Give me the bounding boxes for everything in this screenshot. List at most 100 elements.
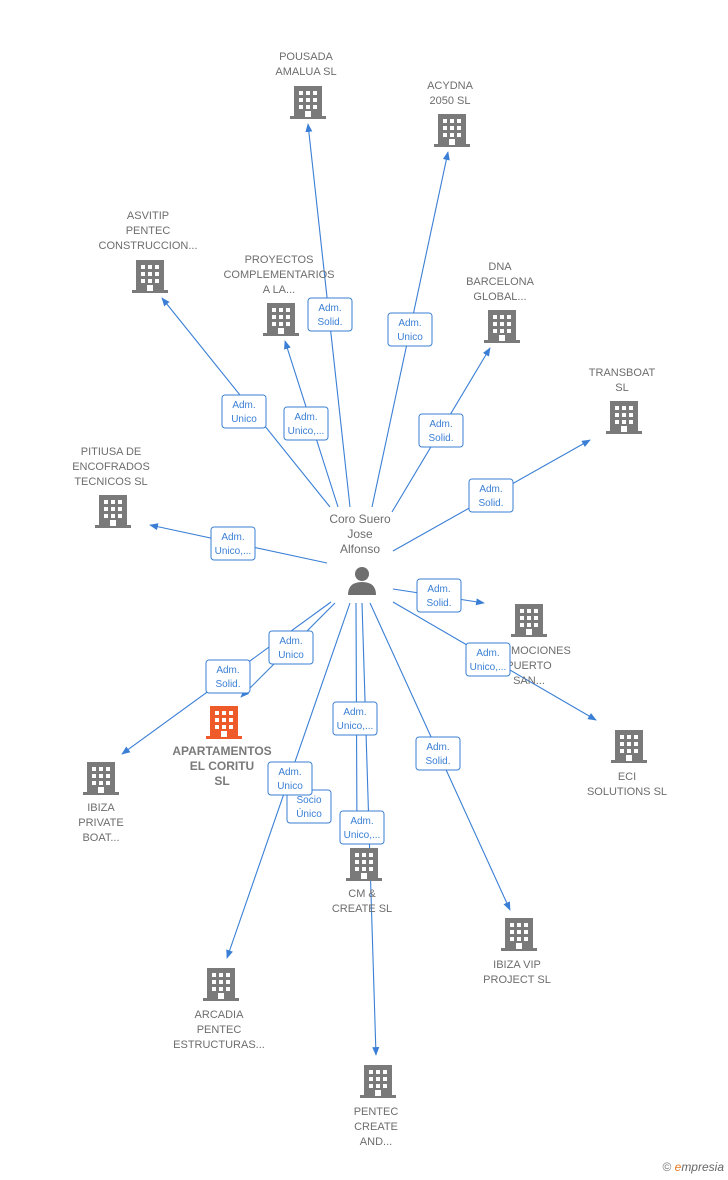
building-icon bbox=[611, 730, 647, 763]
role-badge-ibiza_vip[interactable]: Adm.Solid. bbox=[415, 736, 461, 771]
role-badge-arcadia-text-2: Unico bbox=[277, 781, 303, 792]
company-label-promociones-line-3: SAN... bbox=[513, 675, 545, 687]
role-badge-pentec_create[interactable]: Adm.Unico,... bbox=[332, 701, 378, 736]
role-badge-cm_create-text-2: Unico,... bbox=[344, 830, 381, 841]
role-badge-arcadia-frame bbox=[267, 761, 313, 796]
company-node-ibiza_private[interactable]: IBIZAPRIVATEBOAT... bbox=[78, 762, 124, 844]
role-badge-eci-text-1: Adm. bbox=[476, 648, 499, 659]
role-badge-promociones[interactable]: Adm. Solid. bbox=[416, 578, 462, 613]
role-badge-asvitip-text-1: Adm. bbox=[232, 400, 255, 411]
company-label-arcadia-line-3: ESTRUCTURAS... bbox=[173, 1039, 265, 1051]
company-label-pentec_create-line-2: CREATE bbox=[354, 1121, 398, 1133]
company-label-pitiusa-line-2: ENCOFRADOS bbox=[72, 461, 150, 473]
role-badge-promociones-text-2: Solid. bbox=[426, 598, 451, 609]
role-badge-2-cm_create-text-1: Socio bbox=[296, 795, 321, 806]
role-badge-transboat[interactable]: Adm.Solid. bbox=[468, 478, 514, 513]
company-label-pitiusa-line-3: TECNICOS SL bbox=[74, 476, 147, 488]
company-label-acydna-line-2: 2050 SL bbox=[430, 95, 471, 107]
company-label-transboat-line-1: TRANSBOAT bbox=[589, 367, 656, 379]
company-label-pousada-line-2: AMALUA SL bbox=[275, 66, 336, 78]
building-icon bbox=[206, 706, 242, 739]
role-badge-pentec_create-frame bbox=[332, 701, 378, 736]
copyright-icon: © bbox=[662, 1160, 672, 1174]
building-icon bbox=[501, 918, 537, 951]
role-badge-proyectos-text-1: Adm. bbox=[294, 412, 317, 423]
company-node-dna[interactable]: DNABARCELONAGLOBAL... bbox=[466, 261, 535, 343]
role-badge-ibiza_private-text-2: Solid. bbox=[215, 679, 240, 690]
company-label-proyectos-line-3: A LA... bbox=[263, 284, 295, 296]
company-label-promociones-line-2: PUERTO bbox=[506, 660, 552, 672]
company-node-asvitip[interactable]: ASVITIPPENTECCONSTRUCCION... bbox=[99, 210, 198, 293]
person-name-line-1: Coro Suero bbox=[329, 512, 391, 526]
role-badge-dna-frame bbox=[418, 413, 464, 448]
role-badge-ibiza_private-text-1: Adm. bbox=[216, 665, 239, 676]
company-label-asvitip-line-2: PENTEC bbox=[126, 225, 171, 237]
role-badge-pentec_create-text-2: Unico,... bbox=[337, 721, 374, 732]
role-badge-eci[interactable]: Adm.Unico,... bbox=[465, 642, 511, 677]
role-badge-cm_create[interactable]: Adm. Unico,... bbox=[339, 810, 385, 845]
role-badge-apartamentos-text-2: Unico bbox=[278, 650, 304, 661]
role-badge-pousada[interactable]: Adm. Solid. bbox=[307, 297, 353, 332]
company-label-ibiza_vip-line-2: PROJECT SL bbox=[483, 974, 551, 986]
company-label-asvitip-line-3: CONSTRUCCION... bbox=[99, 240, 198, 252]
role-badge-promociones-frame bbox=[416, 578, 462, 613]
company-node-cm_create[interactable]: CM &CREATE SL bbox=[332, 848, 392, 915]
role-badge-transboat-frame bbox=[468, 478, 514, 513]
role-badge-asvitip-frame bbox=[221, 394, 267, 429]
company-node-pentec_create[interactable]: PENTEC CREATE AND... bbox=[354, 1065, 399, 1148]
role-badge-promociones-text-1: Adm. bbox=[427, 584, 450, 595]
role-badge-ibiza_vip-text-1: Adm. bbox=[426, 742, 449, 753]
role-badge-pitiusa[interactable]: Adm.Unico,... bbox=[210, 526, 256, 561]
company-label-pitiusa-line-1: PITIUSA DE bbox=[81, 446, 142, 458]
role-badge-pitiusa-text-1: Adm. bbox=[221, 532, 244, 543]
role-badge-ibiza_private[interactable]: Adm. Solid. bbox=[205, 659, 251, 694]
role-badge-apartamentos[interactable]: Adm.Unico bbox=[268, 630, 314, 665]
company-label-pentec_create-line-3: AND... bbox=[360, 1136, 392, 1148]
building-icon bbox=[346, 848, 382, 881]
company-label-arcadia-line-1: ARCADIA bbox=[195, 1009, 245, 1021]
role-badge-acydna-frame bbox=[387, 312, 433, 347]
footer-brand[interactable]: © empresia bbox=[662, 1160, 724, 1174]
building-icon bbox=[511, 604, 547, 637]
company-label-apartamentos-line-1: APARTAMENTOS bbox=[172, 744, 271, 758]
company-label-pentec_create-line-1: PENTEC bbox=[354, 1106, 399, 1118]
company-label-ibiza_private-line-1: IBIZA bbox=[87, 802, 115, 814]
role-badge-acydna-text-1: Adm. bbox=[398, 318, 421, 329]
brand-initial: e bbox=[674, 1160, 682, 1174]
company-label-dna-line-3: GLOBAL... bbox=[473, 291, 526, 303]
building-icon bbox=[360, 1065, 396, 1098]
role-badge-proyectos[interactable]: Adm.Unico,... bbox=[283, 406, 329, 441]
company-label-apartamentos-line-2: EL CORITU bbox=[190, 759, 254, 773]
role-badge-asvitip[interactable]: Adm.Unico bbox=[221, 394, 267, 429]
role-badge-arcadia[interactable]: Adm. Unico bbox=[267, 761, 313, 796]
role-badge-arcadia-text-1: Adm. bbox=[278, 767, 301, 778]
role-badge-cm_create-text-1: Adm. bbox=[350, 816, 373, 827]
role-badge-pousada-text-1: Adm. bbox=[318, 303, 341, 314]
company-node-arcadia[interactable]: ARCADIAPENTECESTRUCTURAS... bbox=[173, 968, 265, 1051]
building-icon bbox=[95, 495, 131, 528]
role-badge-acydna-text-2: Unico bbox=[397, 332, 423, 343]
role-badge-dna[interactable]: Adm.Solid. bbox=[418, 413, 464, 448]
role-badge-proyectos-frame bbox=[283, 406, 329, 441]
company-node-pitiusa[interactable]: PITIUSA DE ENCOFRADOS TECNICOS SL bbox=[72, 446, 150, 528]
role-badge-acydna[interactable]: Adm. Unico bbox=[387, 312, 433, 347]
building-icon bbox=[606, 401, 642, 434]
company-label-ibiza_private-line-3: BOAT... bbox=[82, 832, 119, 844]
person-node[interactable]: Coro Suero Jose Alfonso bbox=[329, 512, 391, 595]
building-icon bbox=[83, 762, 119, 795]
company-label-proyectos-line-1: PROYECTOS bbox=[245, 254, 314, 266]
role-badge-pitiusa-frame bbox=[210, 526, 256, 561]
role-badge-pousada-text-2: Solid. bbox=[317, 317, 342, 328]
company-label-eci-line-1: ECI bbox=[618, 771, 636, 783]
role-badge-ibiza_private-frame bbox=[205, 659, 251, 694]
company-label-cm_create-line-1: CM & bbox=[348, 888, 376, 900]
